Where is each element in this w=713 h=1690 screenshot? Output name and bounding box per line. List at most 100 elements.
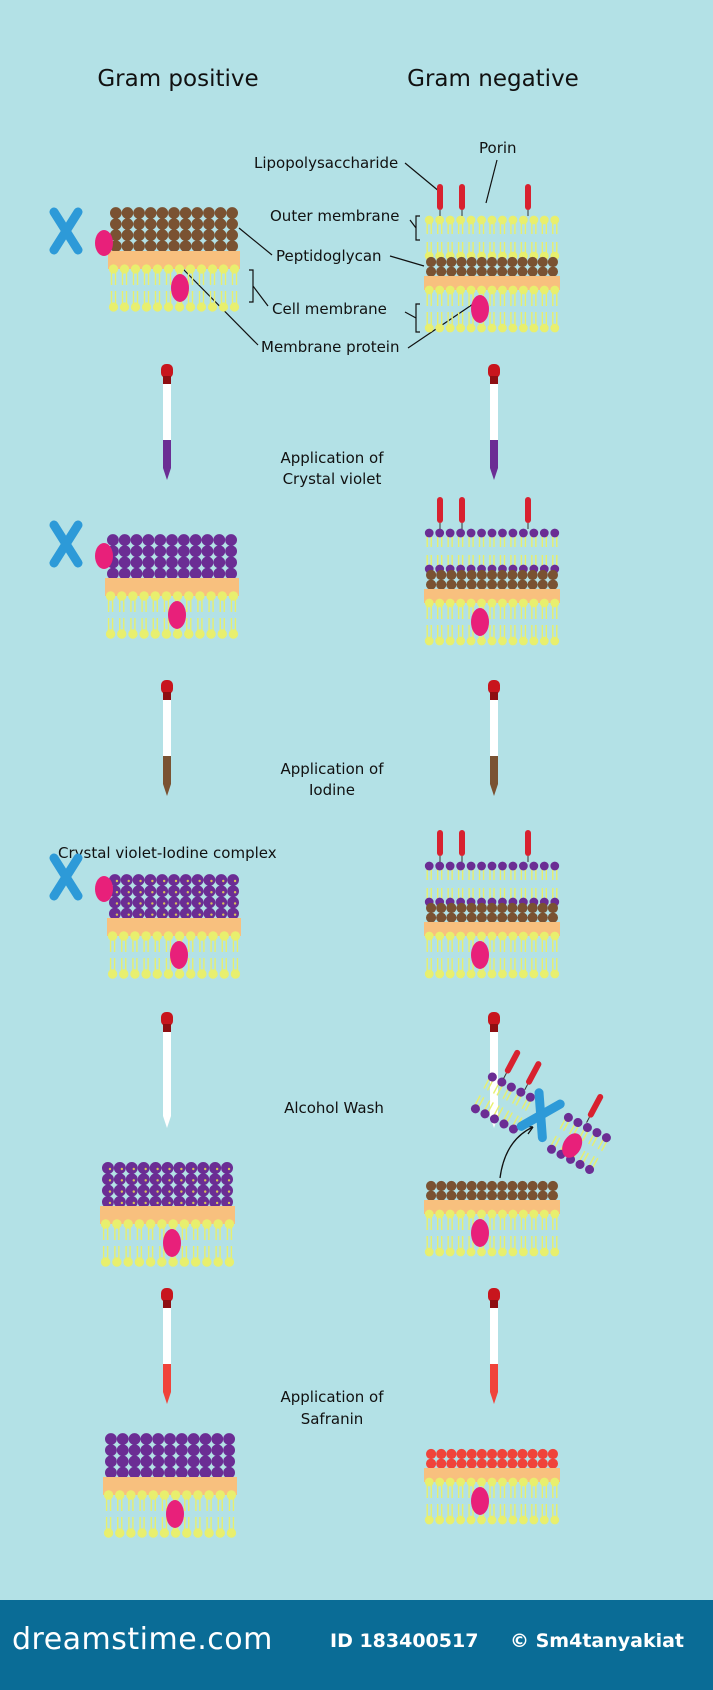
lipid-head: [202, 1219, 212, 1229]
membrane-protein-icon: [471, 941, 489, 969]
lipid-tail: [492, 1083, 500, 1094]
porin-icon: [49, 520, 83, 568]
peptidoglycan-unit: [456, 256, 467, 268]
peptidoglycan-unit: [118, 534, 131, 546]
membrane-protein-icon: [168, 601, 186, 629]
lipid-head: [508, 1247, 518, 1257]
lipid-head: [228, 591, 239, 601]
lipid-head: [480, 1109, 490, 1119]
label-cv-iodine-complex: Crystal violet-Iodine complex: [58, 844, 277, 862]
lipid-head: [424, 1209, 434, 1219]
lipid-row: [424, 1477, 560, 1498]
lipid-head: [550, 931, 560, 941]
peptidoglycan-unit: [179, 874, 192, 886]
iodine-dot: [144, 1167, 147, 1171]
peptidoglycan-unit: [130, 556, 143, 569]
peptidoglycan-unit: [121, 218, 134, 230]
peptidoglycan-unit: [177, 534, 190, 546]
peptidoglycan-unit: [486, 1448, 498, 1460]
lipid-head: [498, 528, 507, 538]
peptidoglycan-unit: [133, 207, 145, 219]
lipid-head: [157, 1257, 167, 1267]
peptidoglycan-unit: [164, 1444, 176, 1457]
lipid-row: [424, 598, 560, 619]
dropper-tube: [490, 384, 498, 440]
peptidoglycan-unit: [537, 579, 548, 590]
lipid-head: [456, 528, 466, 538]
lipid-head: [108, 264, 119, 274]
title-gram-positive: Gram positive: [97, 66, 258, 92]
peptidoglycan-unit: [466, 1180, 477, 1192]
lipid-head: [130, 264, 141, 274]
lipid-head: [466, 1247, 476, 1257]
peptidoglycan-unit: [132, 896, 145, 909]
iodine-dot: [192, 1201, 195, 1205]
lipid-head: [172, 591, 183, 601]
lipid-head: [215, 1528, 225, 1538]
peptidoglycan-unit: [547, 912, 559, 923]
peptidoglycan-unit: [175, 1433, 188, 1445]
lipid-head: [529, 285, 539, 295]
lipid-head: [174, 302, 185, 312]
lipid-head: [456, 323, 466, 333]
lipid-head: [163, 969, 174, 979]
peptidoglycan-unit: [166, 567, 178, 580]
bracket-cell-membrane-left: [249, 269, 269, 307]
lipid-head: [424, 1477, 434, 1487]
lipid-head: [456, 636, 466, 646]
peptidoglycan-unit: [446, 266, 457, 277]
peptidoglycan-unit: [191, 218, 204, 230]
iodine-dot: [132, 1190, 135, 1193]
lipid-head: [498, 931, 507, 941]
peptidoglycan-unit: [110, 229, 122, 241]
lipid-head: [518, 1247, 528, 1257]
dropper-iodine-left: [161, 680, 173, 796]
peptidoglycan-unit: [497, 579, 508, 590]
iodine-dot: [222, 891, 225, 894]
lipid-tail: [483, 1078, 490, 1089]
lipid-head: [529, 528, 539, 538]
peptidoglycan-unit: [156, 207, 169, 219]
lipid-head: [170, 1528, 181, 1538]
peptidoglycan-unit: [105, 1466, 117, 1479]
membrane-protein-icon: [471, 295, 489, 323]
peptidoglycan-unit: [140, 1466, 153, 1479]
peptidoglycan-unit: [446, 1180, 457, 1192]
lipid-head: [477, 215, 486, 225]
step-iodine-line2: Iodine: [309, 781, 355, 799]
peptidoglycan-unit: [203, 896, 216, 909]
membrane-protein-icon: [471, 608, 489, 636]
peptidoglycan-unit: [223, 1455, 235, 1468]
peptidoglycan-unit: [527, 912, 538, 923]
peptidoglycan-rows: [426, 256, 559, 277]
membrane-protein-icon: [471, 1219, 489, 1247]
lipid-tail: [497, 1107, 504, 1118]
peptidoglycan-unit: [128, 1444, 141, 1457]
lipid-head: [487, 1515, 497, 1525]
lipid-head: [179, 1219, 190, 1229]
lipid-head: [103, 1528, 114, 1538]
lipid-head: [550, 598, 560, 608]
iodine-dot: [144, 1179, 147, 1182]
iodine-dot: [120, 1201, 124, 1205]
bilayer: [107, 931, 241, 979]
iodine-dot: [168, 1167, 171, 1171]
peptidoglycan-unit: [517, 266, 528, 277]
peptidoglycan-unit: [118, 556, 131, 569]
peptidoglycan-unit: [497, 902, 508, 914]
footer-author: © Sm4tanyakiat: [510, 1630, 685, 1652]
peptidoglycan-unit: [175, 1455, 188, 1468]
lipid-head: [185, 264, 196, 274]
lipid-head: [208, 931, 218, 941]
lipid-tail: [505, 1090, 513, 1101]
lipid-head: [529, 861, 539, 871]
dropper-bulb: [488, 1012, 500, 1026]
dropper-neck: [163, 692, 171, 700]
peptidoglycan-unit: [125, 1195, 138, 1208]
lipid-head: [487, 528, 497, 538]
peptidoglycan-unit: [517, 569, 528, 581]
peptidoglycan-unit: [507, 912, 518, 923]
iodine-dot: [198, 879, 201, 883]
iodine-dot: [222, 879, 225, 883]
peptidoglycan-unit: [154, 567, 167, 580]
